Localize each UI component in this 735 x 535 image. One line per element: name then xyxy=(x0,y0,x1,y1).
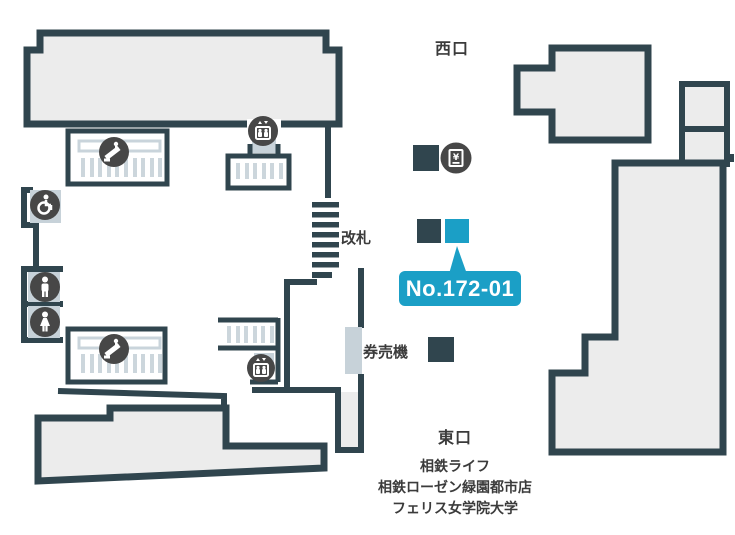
signage-square-south xyxy=(428,337,454,362)
stairs-area-mid-north xyxy=(225,153,292,191)
ad-location-marker[interactable] xyxy=(445,219,469,243)
stairs-stripes xyxy=(236,163,283,179)
ticket-gate-hatch xyxy=(312,202,339,278)
ticket-atm-icon: ¥ xyxy=(440,142,472,174)
escalator-icon xyxy=(99,334,129,364)
stairs-stripes xyxy=(227,326,274,343)
concourse-south-wall xyxy=(57,388,227,410)
building-east-large xyxy=(548,159,727,456)
svg-text:¥: ¥ xyxy=(453,153,460,163)
east-exit-label: 東口 xyxy=(438,430,473,447)
signage-square-west xyxy=(413,145,439,171)
escalator-icon xyxy=(99,137,129,167)
landmark-label: フェリス女学院大学 xyxy=(392,500,518,516)
landmark-label: 相鉄ローゼン緑園都市店 xyxy=(378,479,532,495)
south-corridor-wall xyxy=(252,374,364,453)
location-number-badge[interactable]: No.172-01 xyxy=(399,271,521,306)
south-corridor-fill xyxy=(341,392,358,447)
landmark-label: 相鉄ライフ xyxy=(420,458,490,474)
landmark-list: 相鉄ライフ 相鉄ローゼン緑園都市店 フェリス女学院大学 xyxy=(330,456,580,519)
ticket-machines-label: 券売機 xyxy=(363,344,409,361)
paid-area-wall-left xyxy=(284,279,317,391)
badge-pointer xyxy=(449,246,467,274)
west-wall xyxy=(21,187,63,343)
escalator-area-south xyxy=(65,326,168,385)
stairs-area-mid-south xyxy=(218,317,281,385)
wheelchair-icon xyxy=(30,190,60,220)
signage-square-mid xyxy=(417,219,441,243)
ticket-machine-block xyxy=(345,327,362,374)
mens-restroom-icon xyxy=(30,272,60,302)
stairs-stripes xyxy=(81,158,162,177)
building-north-concourse xyxy=(23,29,343,128)
womens-restroom-icon xyxy=(30,307,60,337)
elevator-icon xyxy=(247,354,275,382)
building-west-upper xyxy=(513,44,652,144)
west-exit-label: 西口 xyxy=(435,41,470,58)
elevator-icon xyxy=(248,116,278,146)
ticket-gate-label: 改札 xyxy=(341,230,372,247)
building-east-column xyxy=(679,81,734,167)
building-south-platform xyxy=(34,404,328,485)
